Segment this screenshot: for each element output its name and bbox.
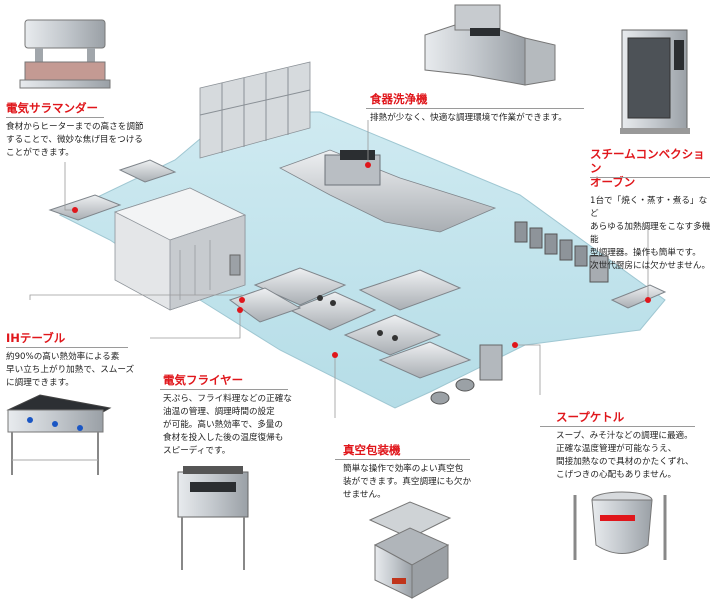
steam-oven-desc: 1台で「焼く・蒸す・煮る」など あらゆる加熱調理をこなす多機能 型調理器。操作も…	[590, 196, 711, 271]
steam-oven-underline	[590, 177, 710, 178]
salamander-desc: 食材からヒーターまでの高さを調節 することで、微妙な焦げ目をつける ことができま…	[6, 122, 144, 158]
steam-oven-title: スチームコンベクション オーブン	[590, 147, 705, 189]
salamander-underline	[6, 117, 104, 118]
ih-table-underline	[6, 347, 128, 348]
oven-bank	[514, 221, 667, 309]
kettle-title: スープケトル	[556, 410, 625, 424]
vacuum-title: 真空包装機	[343, 443, 401, 457]
fryer-underline	[160, 389, 288, 390]
callout-ih-table: IHテーブル 約90%の高い熱効率による素 早い立ち上がり加熱で、スムーズ に調…	[6, 331, 136, 390]
prep-tables	[48, 159, 241, 276]
dishwasher-underline	[366, 108, 584, 109]
marker-dots	[72, 162, 651, 358]
ih-table	[6, 394, 112, 475]
vacuum-packer	[368, 501, 452, 599]
dishwashing-counter	[279, 149, 497, 233]
soup-kettle	[573, 491, 667, 560]
callout-dishwasher: 食器洗浄機 排熱が少なく、快適な調理環境で作業ができます。	[370, 92, 600, 125]
walk-in-cooler	[113, 187, 247, 311]
fryer-title: 電気フライヤー	[163, 373, 244, 387]
fryer-desc: 天ぷら、フライ料理などの正確な 油温の管理、調理時間の設定 が可能。高い熱効率で…	[163, 394, 292, 456]
ih-table-desc: 約90%の高い熱効率による素 早い立ち上がり加熱で、スムーズ に調理できます。	[6, 352, 135, 388]
kettle-underline	[540, 426, 695, 427]
dishwasher-machine	[424, 4, 556, 86]
vacuum-desc: 簡単な操作で効率のよい真空包 装ができます。真空調理にも欠か せません。	[343, 464, 472, 500]
salamander-machine	[19, 19, 111, 89]
kettle-group	[430, 344, 503, 405]
shelving-units	[199, 61, 311, 159]
electric-fryer	[177, 466, 249, 570]
combi-oven	[620, 29, 690, 134]
ih-table-title: IHテーブル	[6, 331, 66, 345]
callout-kettle: スープケトル スープ、みそ汁などの調理に最適。 正確な温度管理が可能なうえ、 間…	[556, 410, 716, 482]
callout-salamander: 電気サラマンダー 食材からヒーターまでの高さを調節 することで、微妙な焦げ目をつ…	[6, 101, 156, 160]
cooking-islands	[228, 267, 472, 379]
kitchen-floor-plan	[48, 61, 667, 409]
callout-vacuum: 真空包装機 簡単な操作で効率のよい真空包 装ができます。真空調理にも欠か せませ…	[343, 443, 478, 502]
vacuum-underline	[335, 459, 470, 460]
dishwasher-title: 食器洗浄機	[370, 92, 428, 106]
dishwasher-desc: 排熱が少なく、快適な調理環境で作業ができます。	[370, 113, 567, 123]
kettle-desc: スープ、みそ汁などの調理に最適。 正確な温度管理が可能なうえ、 間接加熱なので具…	[556, 431, 694, 480]
callout-steam-oven: スチームコンベクション オーブン 1台で「焼く・蒸す・煮る」など あらゆる加熱調…	[590, 147, 715, 273]
callout-fryer: 電気フライヤー 天ぷら、フライ料理などの正確な 油温の管理、調理時間の設定 が可…	[163, 373, 298, 458]
salamander-title: 電気サラマンダー	[6, 101, 98, 115]
